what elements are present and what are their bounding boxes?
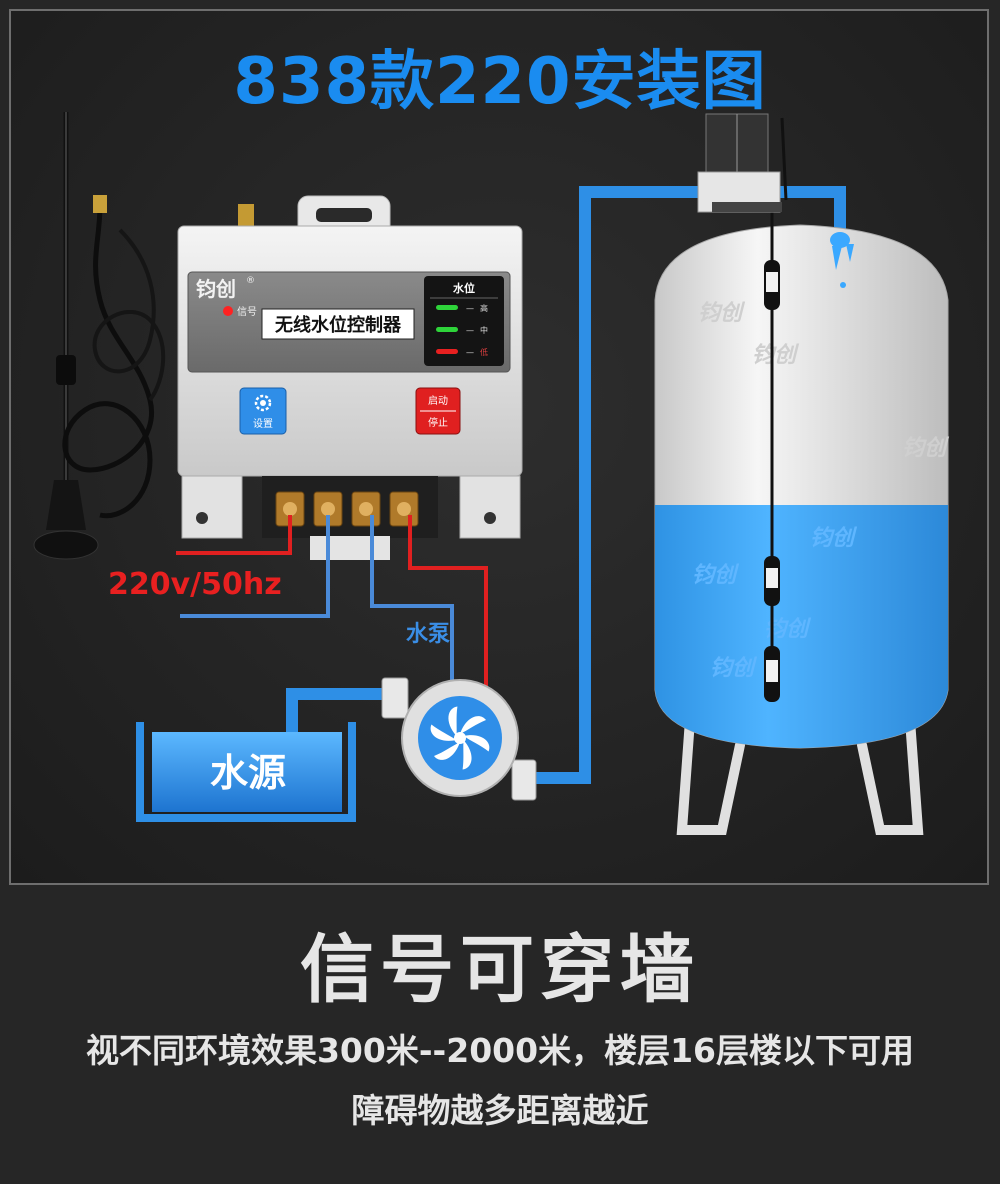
controller-box <box>177 195 523 560</box>
controller-brand: 钧创 <box>196 277 236 301</box>
description-line-2: 障碍物越多距离越近 <box>351 1091 649 1130</box>
tank-water <box>655 505 948 748</box>
pump-label: 水泵 <box>406 622 450 647</box>
antenna-coil-icon <box>56 355 76 385</box>
inlet-pipe <box>286 688 390 742</box>
tank-watermarks: 钧创 钧创 钧创 钧创 钧创 钧创 钧创 <box>692 301 950 681</box>
svg-text:—: — <box>466 326 474 335</box>
start-button-label: 启动 <box>428 394 448 407</box>
installation-diagram: 钧创 ® 信号 无线水位控制器 水位 — 高 — 中 — 低 设置 启动 停止 <box>33 112 950 835</box>
level-label-low: 低 <box>480 347 488 357</box>
svg-text:—: — <box>466 348 474 357</box>
description-line-1: 视不同环境效果300米--2000米，楼层16层楼以下可用 <box>85 1031 915 1070</box>
headline: 信号可穿墙 <box>300 927 700 1013</box>
level-label-high: 高 <box>480 303 488 313</box>
water-splash-icon <box>830 232 854 288</box>
level-label-mid: 中 <box>480 325 488 335</box>
signal-label: 信号 <box>237 306 257 318</box>
power-label: 220v/50hz <box>108 567 282 602</box>
antenna-port-icon <box>238 204 254 228</box>
pump-wire-blue <box>370 515 454 688</box>
wireless-transmitter <box>697 113 788 213</box>
registered-mark: ® <box>246 276 255 286</box>
gear-icon <box>254 394 272 412</box>
pump-fan-icon <box>430 706 490 770</box>
antenna-connector-icon <box>93 195 107 213</box>
wiring <box>176 515 488 688</box>
float-sensor-mid-icon <box>764 556 780 606</box>
watermark-5: 钧创 <box>692 563 740 588</box>
antenna <box>33 112 166 560</box>
svg-text:—: — <box>466 304 474 313</box>
signal-led-icon <box>223 306 233 316</box>
terminal-block <box>275 491 419 527</box>
setting-button[interactable]: 设置 <box>239 387 287 435</box>
level-indicator-low: — 低 <box>436 347 488 357</box>
level-indicator-mid: — 中 <box>436 325 488 335</box>
watermark-3: 钧创 <box>902 436 950 461</box>
water-source-label: 水源 <box>210 751 286 795</box>
start-stop-button[interactable]: 启动 停止 <box>415 387 461 435</box>
power-wire-neutral <box>180 515 330 618</box>
setting-button-label: 设置 <box>253 418 273 430</box>
storage-tank: 钧创 钧创 钧创 钧创 钧创 钧创 钧创 <box>654 113 950 835</box>
outlet-pipe <box>530 186 846 784</box>
pump-wire-red <box>408 515 488 688</box>
water-level-panel-title: 水位 <box>453 281 475 295</box>
watermark-2: 钧创 <box>752 343 800 368</box>
level-indicator-high: — 高 <box>436 303 488 313</box>
power-wire-live <box>176 515 292 555</box>
watermark-1: 钧创 <box>698 301 746 326</box>
water-pump <box>381 677 537 801</box>
watermark-7: 钧创 <box>710 656 758 681</box>
controller-name-plate <box>261 308 415 340</box>
stop-button-label: 停止 <box>428 416 448 429</box>
diagram-title: 838款220安装图 <box>233 45 767 119</box>
water-source <box>136 722 356 822</box>
float-sensor-high-icon <box>764 260 780 310</box>
watermark-4: 钧创 <box>810 526 858 551</box>
controller-name: 无线水位控制器 <box>275 314 402 336</box>
water-pipes <box>286 186 846 784</box>
float-sensor-low-icon <box>764 646 780 702</box>
